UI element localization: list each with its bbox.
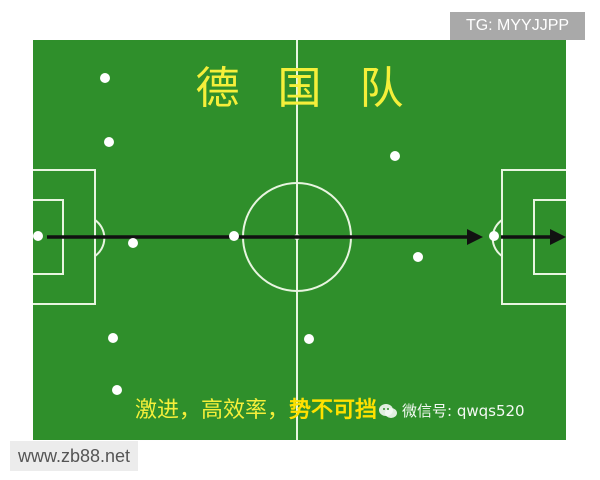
subtitle-emphasis: 势不可挡 — [289, 398, 378, 423]
player — [112, 385, 122, 395]
player — [128, 238, 138, 248]
player-goalkeeper — [33, 231, 43, 241]
attack-arrow-head-2 — [550, 229, 566, 245]
site-watermark: www.zb88.net — [10, 441, 138, 471]
subtitle-text: 激进，高效率， — [135, 398, 290, 423]
player — [104, 137, 114, 147]
players — [33, 73, 499, 395]
wechat-icon — [378, 403, 398, 419]
player — [229, 231, 239, 241]
player — [390, 151, 400, 161]
wechat-watermark: 微信号: qwqs520 — [378, 400, 525, 421]
pitch-title: 德国队 — [195, 63, 442, 114]
pitch-lines — [33, 40, 566, 440]
player — [108, 333, 118, 343]
wechat-id: 微信号: qwqs520 — [402, 402, 525, 420]
soccer-pitch: 德国队 激进，高效率，势不可挡 微信号: qwqs520 — [33, 40, 566, 440]
player — [304, 334, 314, 344]
player — [100, 73, 110, 83]
pitch-subtitle: 激进，高效率，势不可挡 — [135, 392, 377, 424]
player — [489, 231, 499, 241]
player — [413, 252, 423, 262]
attack-arrow-head — [467, 229, 483, 245]
tg-watermark: TG: MYYJJPP — [450, 12, 585, 40]
